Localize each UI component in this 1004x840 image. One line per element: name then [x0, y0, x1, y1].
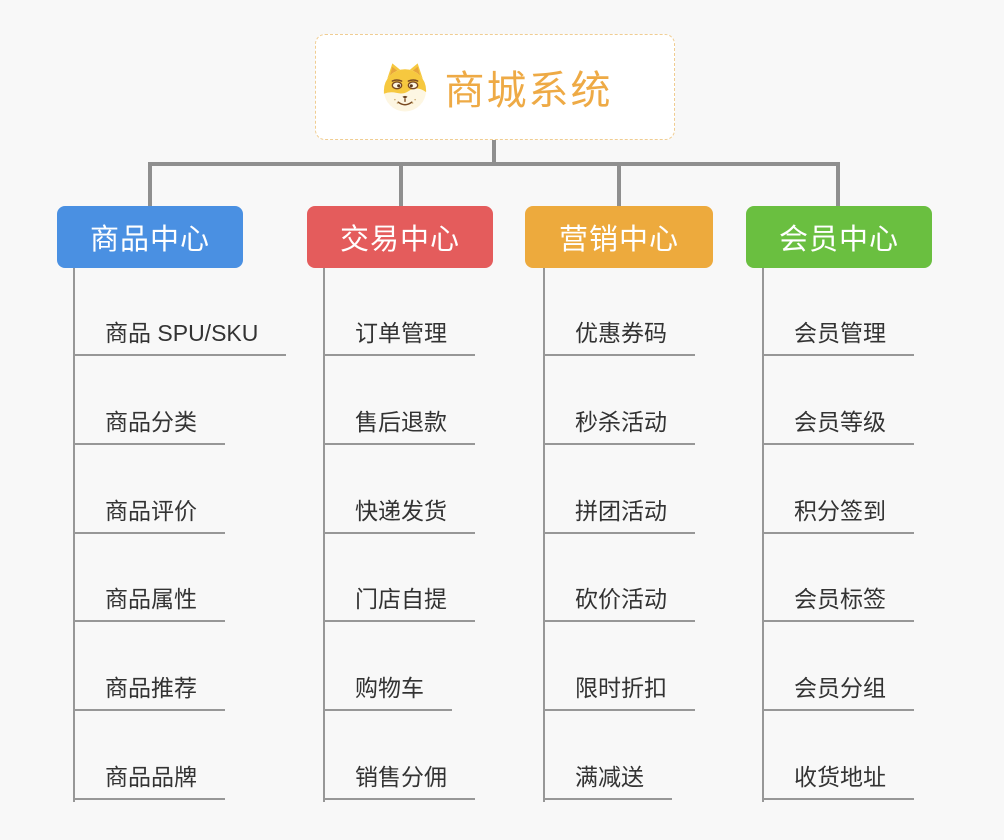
branch-item[interactable]: 商品品牌 [73, 762, 225, 800]
branch-item[interactable]: 商品推荐 [73, 673, 225, 711]
branch-item[interactable]: 积分签到 [762, 496, 914, 534]
branch-header-product-center[interactable]: 商品中心 [57, 206, 243, 268]
branch-item[interactable]: 商品 SPU/SKU [73, 318, 287, 356]
branch-item[interactable]: 砍价活动 [543, 584, 695, 622]
branch-item[interactable]: 收货地址 [762, 762, 914, 800]
root-node[interactable]: 商城系统 [315, 34, 675, 140]
branch-item[interactable]: 商品评价 [73, 496, 225, 534]
branch-item[interactable]: 售后退款 [323, 407, 475, 445]
branch-item[interactable]: 满减送 [543, 762, 672, 800]
branch-item[interactable]: 商品分类 [73, 407, 225, 445]
branch-item[interactable]: 商品属性 [73, 584, 225, 622]
branch-trunk-line [762, 268, 764, 802]
branch-item[interactable]: 拼团活动 [543, 496, 695, 534]
dog-face-icon [383, 63, 426, 112]
branch-trunk-line [73, 268, 75, 802]
branch-column-trade-center: 订单管理售后退款快递发货门店自提购物车销售分佣 [323, 268, 578, 813]
branch-item[interactable]: 限时折扣 [543, 673, 695, 711]
branch-header-member-center[interactable]: 会员中心 [746, 206, 932, 268]
branch-item[interactable]: 购物车 [323, 673, 452, 711]
branch-item[interactable]: 秒杀活动 [543, 407, 695, 445]
branch-item[interactable]: 优惠券码 [543, 318, 695, 356]
branch-item[interactable]: 会员分组 [762, 673, 914, 711]
branch-trunk-line [323, 268, 325, 802]
branch-item[interactable]: 会员等级 [762, 407, 914, 445]
branch-item[interactable]: 销售分佣 [323, 762, 475, 800]
branch-item[interactable]: 会员标签 [762, 584, 914, 622]
branch-trunk-line [543, 268, 545, 802]
branch-column-product-center: 商品 SPU/SKU 商品分类商品评价商品属性商品推荐商品品牌 [73, 268, 328, 813]
branch-column-marketing-center: 优惠券码秒杀活动拼团活动砍价活动限时折扣满减送 [543, 268, 798, 813]
root-label: 商城系统 [444, 69, 613, 113]
branch-item[interactable]: 门店自提 [323, 584, 475, 622]
branch-item[interactable]: 快递发货 [323, 496, 475, 534]
branch-column-member-center: 会员管理会员等级积分签到会员标签会员分组收货地址 [762, 268, 1004, 813]
branch-header-marketing-center[interactable]: 营销中心 [525, 206, 713, 268]
branch-item[interactable]: 会员管理 [762, 318, 914, 356]
branch-item[interactable]: 订单管理 [323, 318, 475, 356]
branch-header-trade-center[interactable]: 交易中心 [307, 206, 493, 268]
